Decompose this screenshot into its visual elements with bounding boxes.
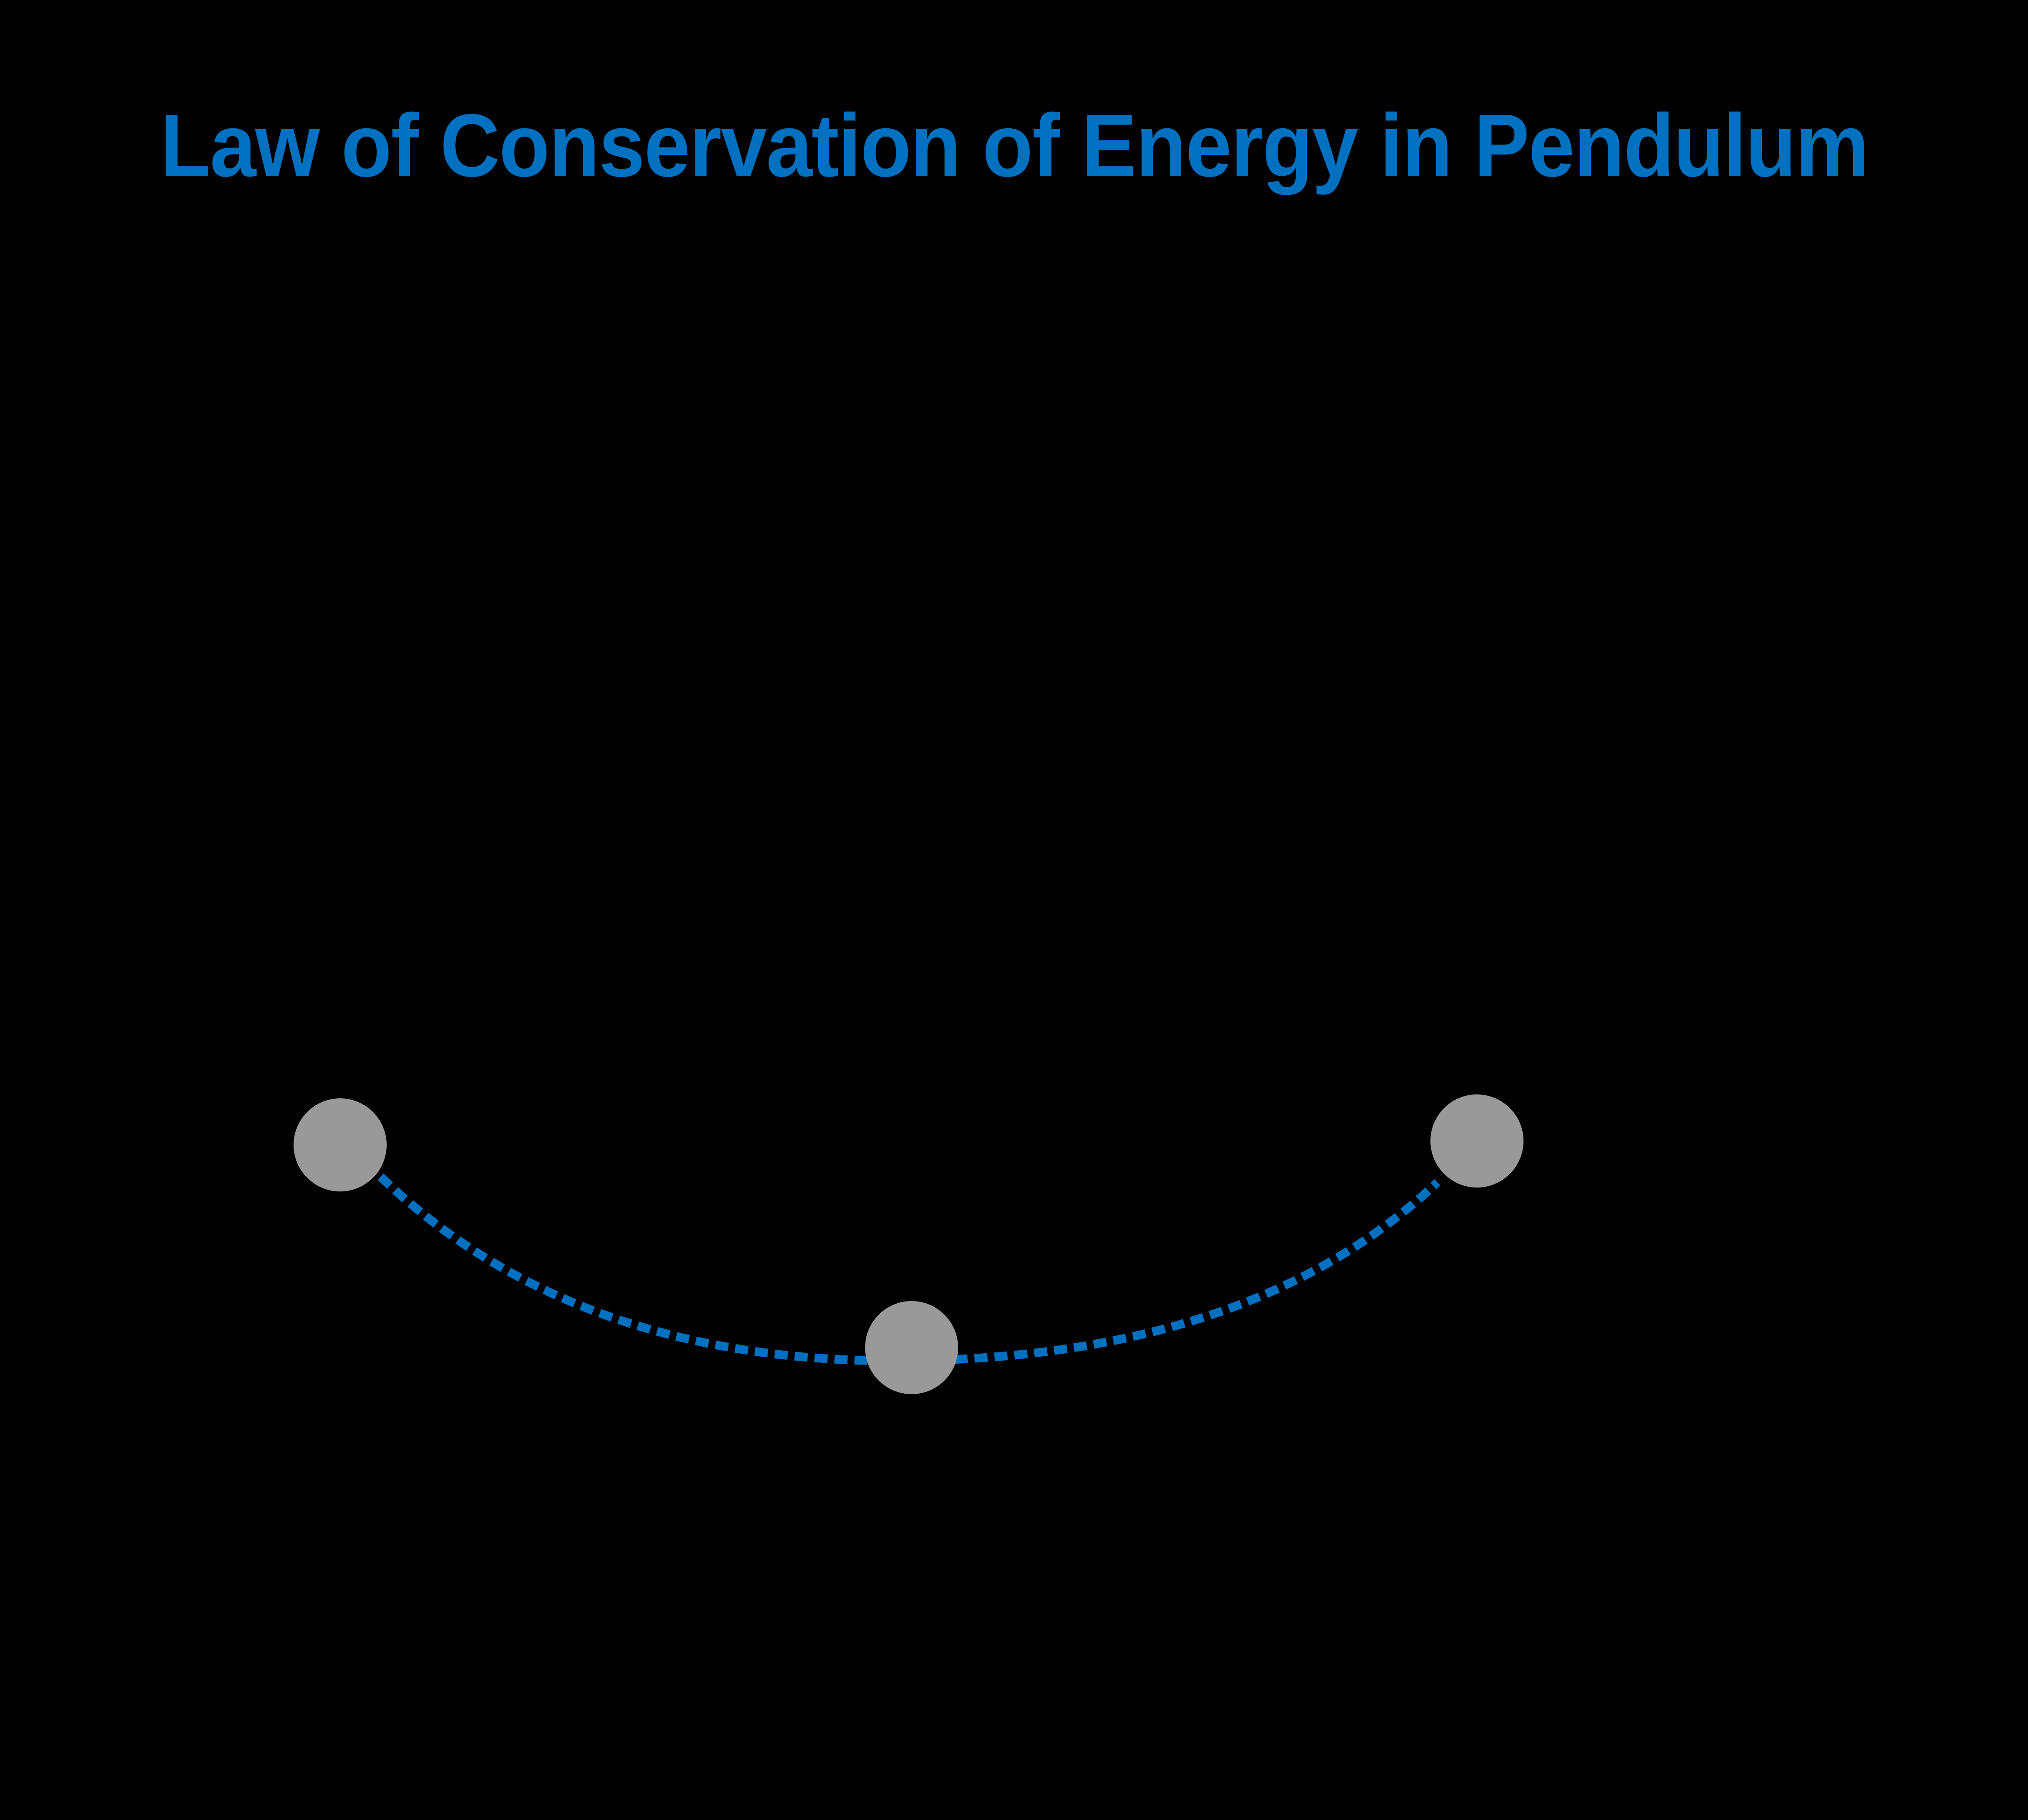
- bob-left-extreme: [294, 1098, 387, 1191]
- bob-mean-position: [865, 1301, 958, 1394]
- bob-right-extreme: [1430, 1094, 1524, 1188]
- page-title: Law of Conservation of Energy in Pendulu…: [160, 96, 1869, 195]
